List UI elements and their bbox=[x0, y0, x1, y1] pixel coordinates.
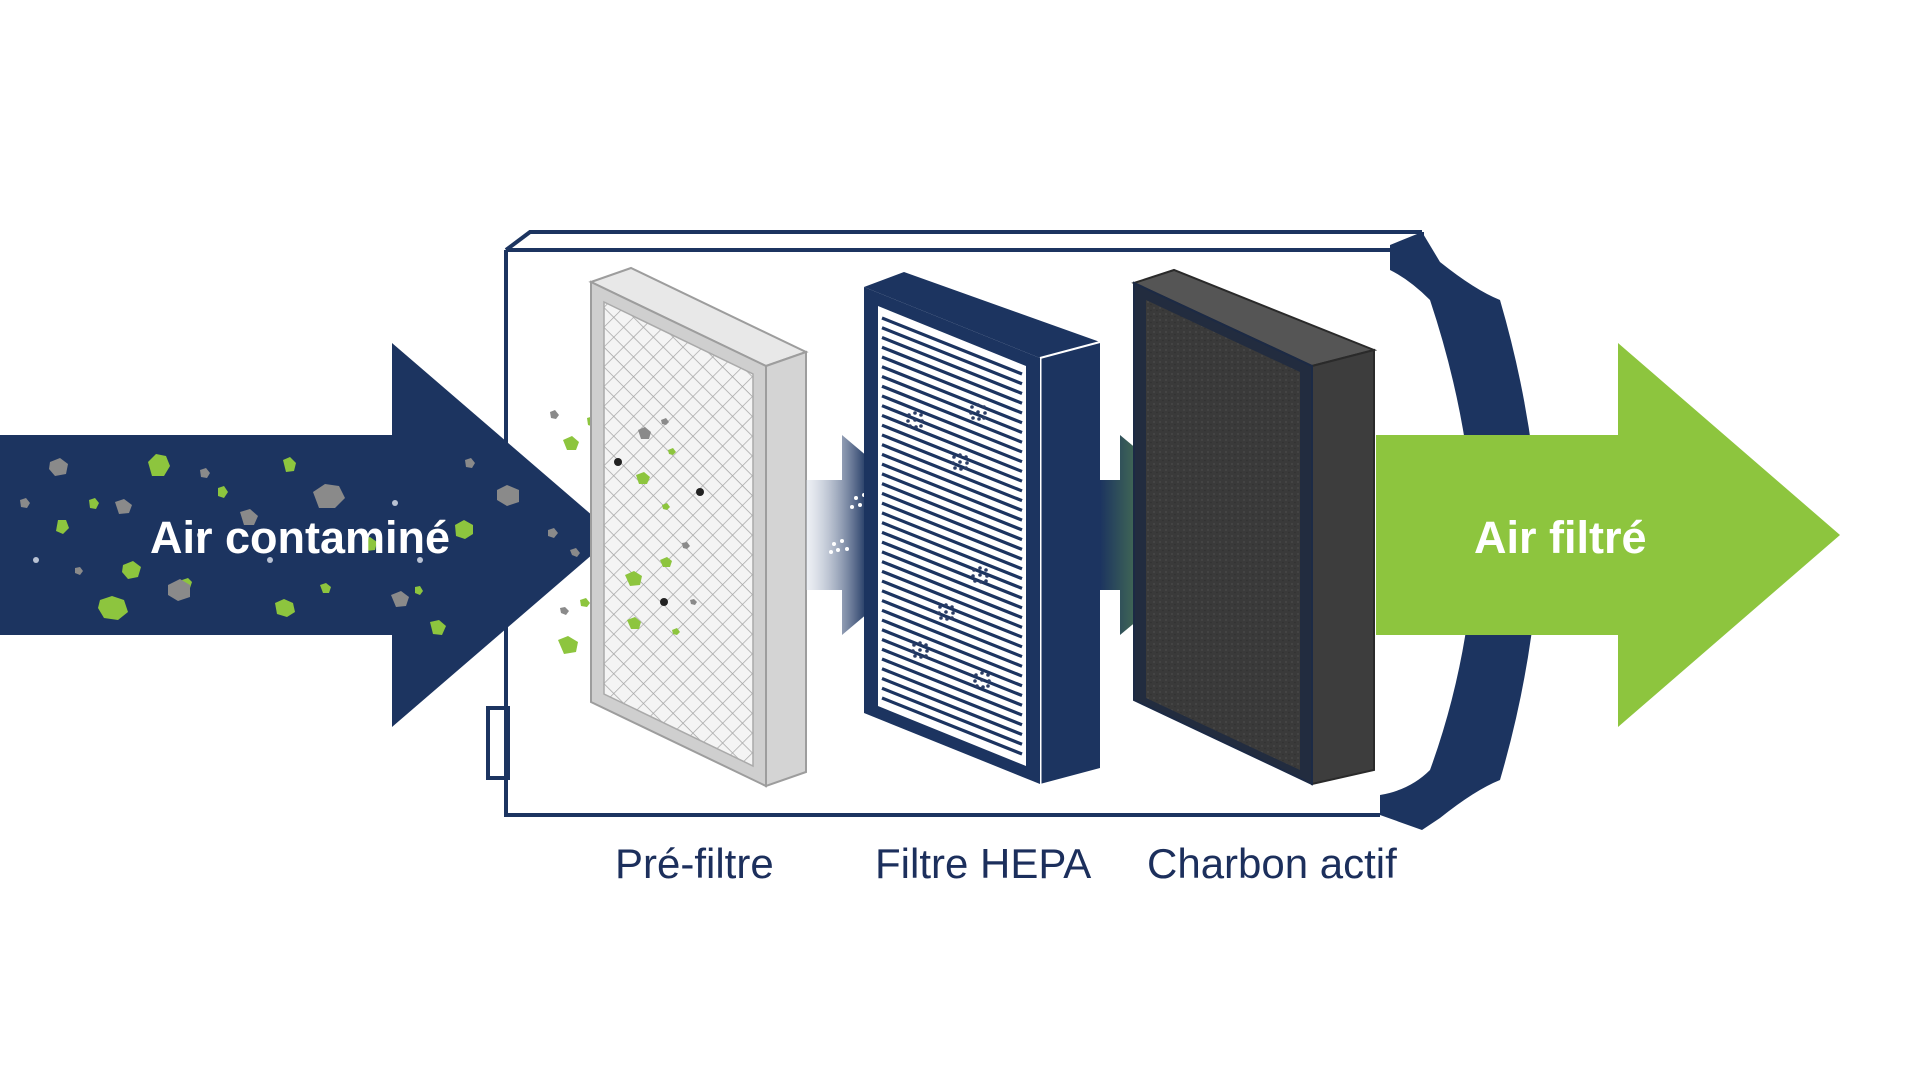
hepa-filter-label: Filtre HEPA bbox=[875, 840, 1092, 887]
captured-particle-cluster bbox=[951, 453, 969, 471]
hepa-pleat-line bbox=[881, 326, 1023, 386]
hepa-pleat-line bbox=[881, 647, 1023, 707]
hepa-pleat-line bbox=[881, 482, 1023, 542]
captured-particle-cluster bbox=[969, 403, 987, 421]
hepa-filter-panel bbox=[864, 272, 1101, 784]
prefilter-panel bbox=[588, 266, 809, 788]
hepa-pleat-line bbox=[881, 608, 1023, 668]
hepa-pleat-line bbox=[881, 550, 1023, 610]
captured-particle-cluster bbox=[937, 603, 955, 621]
housing-latch bbox=[486, 706, 510, 780]
hepa-pleat-line bbox=[881, 452, 1023, 512]
hepa-pleat-line bbox=[881, 355, 1023, 415]
hepa-pleat-line bbox=[881, 628, 1023, 688]
captured-particle-cluster bbox=[906, 411, 924, 429]
input-arrow bbox=[0, 343, 615, 727]
hepa-pleat-line bbox=[881, 443, 1023, 503]
hepa-pleat-line bbox=[881, 384, 1023, 444]
prefilter-label: Pré-filtre bbox=[615, 840, 774, 887]
hepa-pleat-line bbox=[881, 579, 1023, 639]
hepa-pleat-line bbox=[881, 511, 1023, 571]
hepa-pleat-line bbox=[881, 423, 1023, 483]
hepa-pleat-line bbox=[881, 696, 1023, 756]
hepa-pleat-line bbox=[881, 599, 1023, 659]
purifier-housing bbox=[486, 230, 1540, 830]
hepa-pleat-line bbox=[881, 501, 1023, 561]
hepa-pleat-line bbox=[881, 374, 1023, 434]
hepa-pleat-line bbox=[881, 345, 1023, 405]
hepa-pleat-line bbox=[881, 316, 1023, 376]
hepa-pleat-line bbox=[881, 657, 1023, 717]
hepa-pleat-line bbox=[881, 530, 1023, 590]
captured-particle-cluster bbox=[973, 671, 991, 689]
captured-particle-cluster bbox=[911, 641, 929, 659]
hepa-pleat-line bbox=[881, 638, 1023, 698]
hepa-pleat-line bbox=[881, 569, 1023, 629]
hepa-pleat-line bbox=[881, 677, 1023, 736]
hepa-pleat-line bbox=[881, 618, 1023, 678]
hepa-pleat-line bbox=[881, 560, 1023, 620]
hepa-pleat-line bbox=[881, 540, 1023, 600]
hepa-pleat-line bbox=[881, 462, 1023, 522]
captured-particle-cluster bbox=[971, 566, 989, 584]
hepa-pleat-line bbox=[881, 365, 1023, 425]
output-arrow-label: Air filtré bbox=[1474, 512, 1647, 563]
hepa-pleat-line bbox=[881, 686, 1023, 746]
input-particles bbox=[20, 454, 519, 635]
hepa-pleat-line bbox=[881, 336, 1023, 395]
hepa-pleat-line bbox=[881, 394, 1023, 454]
hepa-pleat-line bbox=[881, 491, 1023, 551]
input-arrow-label: Air contaminé bbox=[150, 512, 451, 563]
carbon-filter-label: Charbon actif bbox=[1147, 840, 1397, 887]
hepa-pleat-line bbox=[881, 521, 1023, 581]
hepa-pleat-line bbox=[881, 413, 1023, 473]
housing-end-cap bbox=[1380, 232, 1540, 830]
hepa-pleat-line bbox=[881, 404, 1023, 464]
carbon-filter-panel bbox=[1131, 268, 1378, 786]
hepa-pleat-line bbox=[881, 667, 1023, 727]
output-arrow bbox=[1376, 343, 1840, 727]
hepa-pleat-line bbox=[881, 472, 1023, 532]
